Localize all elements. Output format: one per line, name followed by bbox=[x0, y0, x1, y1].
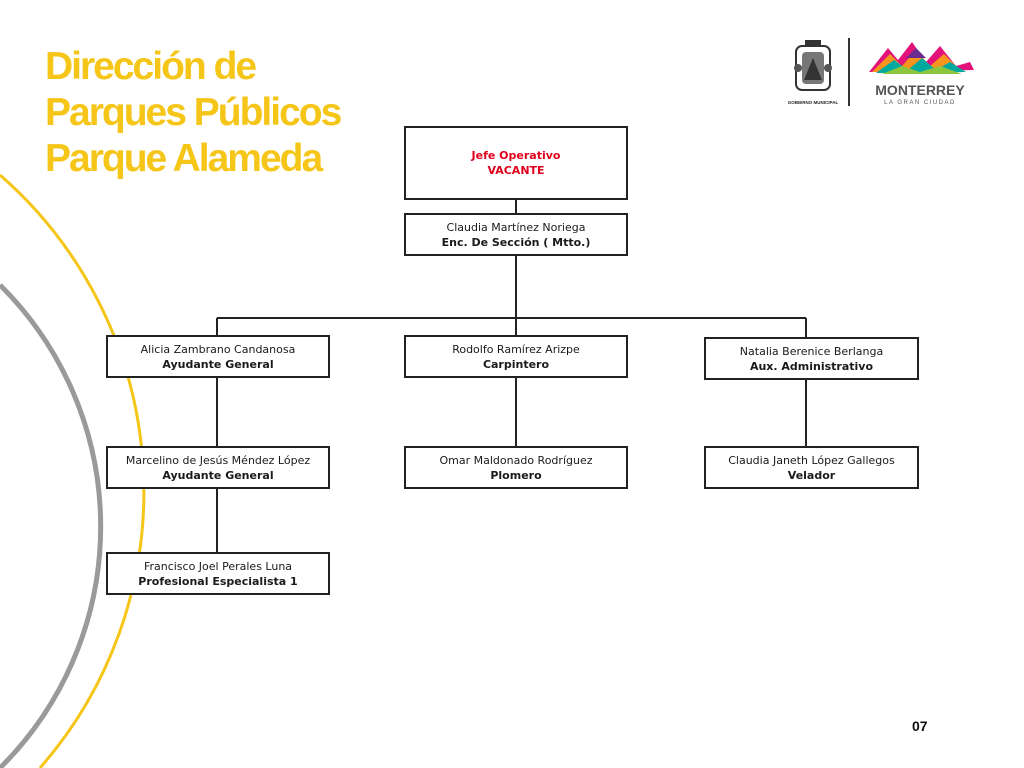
org-box-head: Jefe Operativo VACANTE bbox=[404, 126, 628, 200]
logo-city: MONTERREY bbox=[875, 82, 965, 98]
shield-caption: GOBIERNO MUNICIPAL bbox=[788, 100, 839, 105]
logo-divider bbox=[848, 38, 850, 106]
title-line-2: Parques Públicos bbox=[45, 91, 342, 134]
page-number: 07 bbox=[912, 718, 928, 734]
org-box-section-lead: Claudia Martínez Noriega Enc. De Sección… bbox=[404, 213, 628, 256]
head-title: Jefe Operativo bbox=[471, 149, 561, 162]
left-2-role: Ayudante General bbox=[162, 468, 274, 482]
right-2-name: Claudia Janeth López Gallegos bbox=[728, 453, 895, 467]
right-1-name: Natalia Berenice Berlanga bbox=[739, 344, 884, 358]
title-line-3: Parque Alameda bbox=[45, 137, 323, 180]
center-2-role: Plomero bbox=[490, 468, 542, 482]
center-1-role: Carpintero bbox=[482, 357, 550, 371]
left-1-role: Ayudante General bbox=[162, 357, 274, 371]
org-box-left-2: Marcelino de Jesús Méndez López Ayudante… bbox=[106, 446, 330, 489]
org-box-left-1: Alicia Zambrano Candanosa Ayudante Gener… bbox=[106, 335, 330, 378]
mountains-icon bbox=[869, 42, 974, 74]
right-2-role: Velador bbox=[787, 468, 836, 482]
org-box-right-2: Claudia Janeth López Gallegos Velador bbox=[704, 446, 919, 489]
center-1-name: Rodolfo Ramírez Arizpe bbox=[452, 342, 580, 356]
org-box-center-2: Omar Maldonado Rodríguez Plomero bbox=[404, 446, 628, 489]
gray-arc bbox=[0, 283, 104, 768]
left-2-name: Marcelino de Jesús Méndez López bbox=[125, 453, 311, 467]
monterrey-logo: GOBIERNO MUNICIPAL MONTERREY LA GRAN CIU… bbox=[788, 38, 974, 106]
org-box-left-3: Francisco Joel Perales Luna Profesional … bbox=[106, 552, 330, 595]
section-lead-name: Claudia Martínez Noriega bbox=[446, 220, 586, 234]
left-3-name: Francisco Joel Perales Luna bbox=[143, 559, 293, 573]
title-line-1: Dirección de bbox=[45, 45, 257, 88]
org-box-right-1: Natalia Berenice Berlanga Aux. Administr… bbox=[704, 337, 919, 380]
logo-tagline: LA GRAN CIUDAD bbox=[884, 100, 956, 106]
coat-of-arms-icon bbox=[794, 40, 832, 91]
center-2-name: Omar Maldonado Rodríguez bbox=[439, 453, 593, 467]
section-lead-role: Enc. De Sección ( Mtto.) bbox=[441, 235, 591, 249]
page-title: Dirección de Parques Públicos Parque Ala… bbox=[45, 44, 342, 182]
left-3-role: Profesional Especialista 1 bbox=[138, 574, 298, 588]
head-status: VACANTE bbox=[487, 164, 545, 177]
left-1-name: Alicia Zambrano Candanosa bbox=[140, 342, 296, 356]
right-1-role: Aux. Administrativo bbox=[749, 359, 874, 373]
org-box-center-1: Rodolfo Ramírez Arizpe Carpintero bbox=[404, 335, 628, 378]
